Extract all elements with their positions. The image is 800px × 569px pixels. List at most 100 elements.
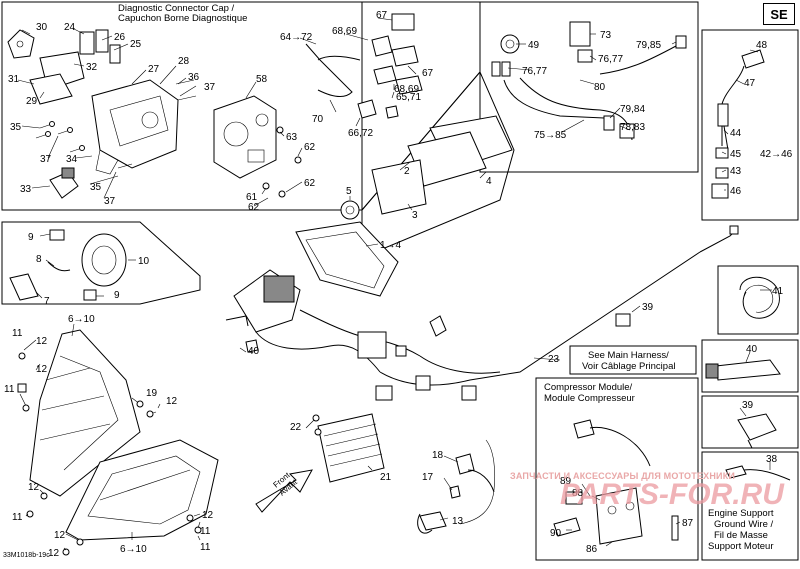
callout: 26 bbox=[114, 32, 126, 43]
callout: 49 bbox=[528, 40, 540, 51]
callout: 33 bbox=[20, 184, 32, 195]
gauge-cluster-assembled bbox=[295, 221, 399, 297]
callout: 37 bbox=[40, 154, 52, 165]
callout: 62 bbox=[248, 202, 260, 213]
callout: 21 bbox=[380, 472, 392, 483]
panel-antenna bbox=[701, 29, 799, 221]
callout: 2 bbox=[404, 166, 410, 177]
callout: 27 bbox=[148, 64, 160, 75]
callout: 48 bbox=[756, 40, 768, 51]
callout: 41 bbox=[772, 286, 784, 297]
watermark-text: ЗАПЧАСТИ И АКСЕССУАРЫ ДЛЯ МОТОТЕХНИКИ bbox=[510, 471, 736, 481]
callout: 28 bbox=[178, 56, 190, 67]
callout: 17 bbox=[422, 472, 434, 483]
callout: 11 bbox=[200, 526, 211, 537]
figure-code: 33M1018b-19c bbox=[3, 552, 50, 559]
inset-grease-tube bbox=[701, 339, 799, 393]
callout: 8 bbox=[36, 254, 42, 265]
main-harness bbox=[225, 225, 739, 401]
callout: 43 bbox=[730, 166, 742, 177]
headlight-lower bbox=[25, 439, 219, 556]
note-engine-1: Engine Support bbox=[708, 508, 774, 519]
callout: 22 bbox=[290, 422, 302, 433]
callout: 12 bbox=[48, 548, 60, 559]
callout: 79,84 bbox=[620, 104, 645, 115]
callout: 24 bbox=[64, 22, 76, 33]
callout: 6→10 bbox=[68, 314, 95, 325]
voltage-regulator bbox=[305, 413, 385, 483]
callout: 38 bbox=[766, 454, 778, 465]
panel-switches bbox=[479, 1, 699, 173]
callout: 45 bbox=[730, 149, 742, 160]
tether-cord bbox=[417, 439, 496, 534]
callout: 90 bbox=[550, 528, 562, 539]
callout: 76,77 bbox=[522, 66, 547, 77]
main-harness-note-box bbox=[569, 345, 697, 375]
callout: 36 bbox=[188, 72, 200, 83]
callout: 61 bbox=[246, 192, 258, 203]
callout: 37 bbox=[204, 82, 216, 93]
callout: 12 bbox=[166, 396, 178, 407]
callout: 68,69 bbox=[394, 84, 419, 95]
callout: 67 bbox=[422, 68, 434, 79]
callout: 46 bbox=[730, 186, 742, 197]
callout: 10 bbox=[138, 256, 150, 267]
callout: 65,71 bbox=[396, 92, 421, 103]
callout: 39 bbox=[742, 400, 754, 411]
callout: 37 bbox=[104, 196, 116, 207]
callout: 9 bbox=[114, 290, 120, 301]
callout: 64→72 bbox=[280, 32, 313, 43]
callout: 87 bbox=[682, 518, 694, 529]
note-engine-4: Support Moteur bbox=[708, 541, 773, 552]
callout: 39 bbox=[642, 302, 654, 313]
callout: 58 bbox=[256, 74, 268, 85]
note-diag-cap-1: Diagnostic Connector Cap / bbox=[118, 3, 235, 14]
callout: 86 bbox=[586, 544, 598, 555]
callout: 7 bbox=[44, 296, 50, 307]
callout: 12 bbox=[202, 510, 214, 521]
inset-ground-wire bbox=[701, 451, 799, 561]
callout: 32 bbox=[86, 62, 98, 73]
callout: 12 bbox=[28, 482, 40, 493]
se-badge: SE bbox=[763, 3, 795, 25]
note-engine-3: Fil de Masse bbox=[714, 530, 768, 541]
panel-gauge-cluster bbox=[340, 71, 515, 251]
callout: 11 bbox=[4, 384, 15, 395]
callout: 6→10 bbox=[120, 544, 147, 555]
callout: 19 bbox=[146, 388, 158, 399]
callout: 68,69 bbox=[332, 26, 357, 37]
inset-strap bbox=[717, 265, 799, 335]
callout: 31 bbox=[8, 74, 20, 85]
callout: 79,85 bbox=[636, 40, 661, 51]
callout: 62 bbox=[304, 178, 316, 189]
note-main-harness-1: See Main Harness/ bbox=[588, 350, 669, 361]
callout: 13 bbox=[452, 516, 464, 527]
callout: 47 bbox=[744, 78, 756, 89]
callout: 4 bbox=[486, 176, 492, 187]
callout: 12 bbox=[36, 364, 48, 375]
callout: 44 bbox=[730, 128, 742, 139]
note-engine-2: Ground Wire / bbox=[714, 519, 773, 530]
headlight-upper bbox=[17, 323, 161, 497]
callout: 3 bbox=[412, 210, 418, 221]
callout: 80 bbox=[594, 82, 606, 93]
callout: 75→85 bbox=[534, 130, 567, 141]
note-main-harness-2: Voir Câblage Principal bbox=[582, 361, 675, 372]
callout: 76,77 bbox=[598, 54, 623, 65]
watermark-logo: PARTS-FOR.RU bbox=[560, 478, 784, 511]
callout: 25 bbox=[130, 39, 142, 50]
callout: 12 bbox=[54, 530, 66, 541]
callout: 42→46 bbox=[760, 149, 793, 160]
callout: 66,72 bbox=[348, 128, 373, 139]
inset-clip bbox=[701, 395, 799, 449]
callout: 11 bbox=[12, 328, 23, 339]
callout: 30 bbox=[36, 22, 48, 33]
callout: 40 bbox=[248, 346, 260, 357]
callout: 35 bbox=[10, 122, 22, 133]
callout: 89 bbox=[560, 476, 572, 487]
callout: 63 bbox=[286, 132, 298, 143]
callout: 5 bbox=[346, 186, 352, 197]
panel-compressor bbox=[535, 377, 699, 561]
